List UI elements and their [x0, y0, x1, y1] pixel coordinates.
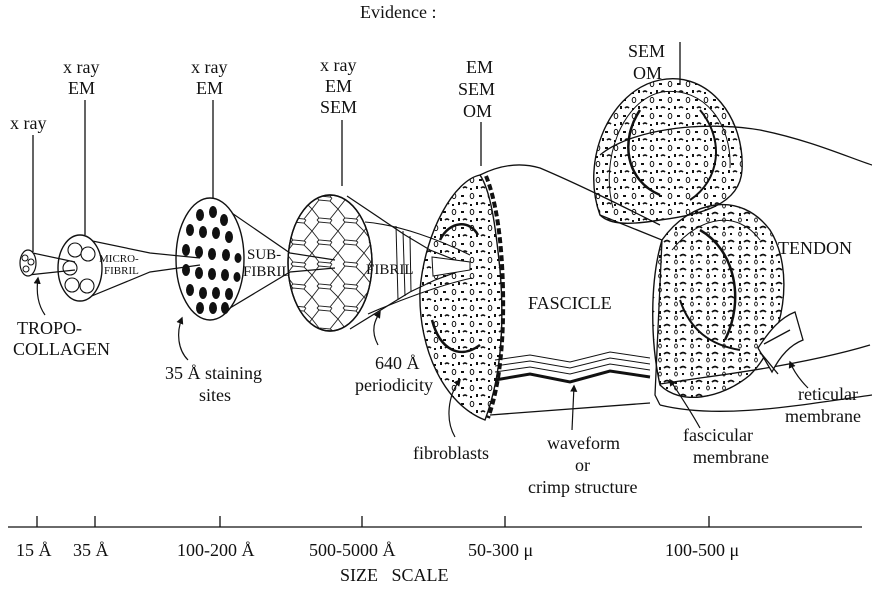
label-waveform-line2: or: [575, 455, 590, 476]
scale-tick-50-300u: 50-300 μ: [468, 540, 533, 561]
label-fibroblasts: fibroblasts: [413, 443, 489, 464]
evidence-microfibril-line1: x ray: [63, 57, 99, 78]
scale-tick-15a: 15 Å: [16, 540, 52, 561]
label-waveform-line3: crimp structure: [528, 477, 637, 498]
size-scale-axis: [8, 516, 862, 527]
label-staining-sites-line2: sites: [199, 385, 231, 406]
label-subfibril-line1: SUB-: [247, 246, 281, 264]
label-fascicular-membrane-line1: fascicular: [683, 425, 753, 446]
label-periodicity-line1: 640 Å: [375, 353, 420, 374]
label-staining-sites-line1: 35 Å staining: [165, 363, 262, 384]
label-waveform-line1: waveform: [547, 433, 620, 454]
label-subfibril-line2: FIBRIL: [243, 263, 291, 281]
label-fascicular-membrane-line2: membrane: [693, 447, 769, 468]
evidence-title: Evidence :: [360, 2, 436, 23]
arrow-tropocollagen: [37, 278, 45, 315]
label-microfibril-line1: MICRO-: [99, 253, 139, 265]
evidence-tendon-line2: OM: [633, 63, 662, 84]
evidence-fibril-line3: SEM: [320, 97, 357, 118]
evidence-tendon-line1: SEM: [628, 41, 665, 62]
label-microfibril-line2: FIBRIL: [104, 265, 139, 277]
evidence-fibril-line1: x ray: [320, 55, 356, 76]
evidence-fascicle-line1: EM: [466, 57, 493, 78]
label-reticular-membrane-line2: membrane: [785, 406, 861, 427]
label-fascicle: FASCICLE: [528, 293, 612, 314]
label-reticular-membrane-line1: reticular: [798, 384, 858, 405]
size-scale-title: SIZE SCALE: [340, 565, 449, 586]
label-tendon: TENDON: [778, 238, 852, 259]
evidence-subfibril-line2: EM: [196, 78, 223, 99]
tendon-fascicle-top: [594, 79, 742, 224]
label-periodicity-line2: periodicity: [355, 375, 433, 396]
scale-tick-100-500u: 100-500 μ: [665, 540, 739, 561]
evidence-fascicle-line3: OM: [463, 101, 492, 122]
evidence-subfibril-line1: x ray: [191, 57, 227, 78]
scale-tick-35a: 35 Å: [73, 540, 109, 561]
arrow-staining-sites: [179, 318, 188, 360]
evidence-fibril-line2: EM: [325, 76, 352, 97]
label-tropocollagen-line2: COLLAGEN: [13, 339, 110, 360]
evidence-fascicle-line2: SEM: [458, 79, 495, 100]
label-fibril: FIBRIL: [366, 261, 414, 279]
evidence-tropocollagen-line1: x ray: [10, 113, 46, 134]
scale-tick-500-5000a: 500-5000 Å: [309, 540, 396, 561]
arrow-periodicity: [374, 312, 380, 345]
evidence-microfibril-line2: EM: [68, 78, 95, 99]
scale-tick-100-200a: 100-200 Å: [177, 540, 255, 561]
arrow-waveform: [572, 386, 574, 430]
label-tropocollagen-line1: TROPO-: [17, 318, 82, 339]
